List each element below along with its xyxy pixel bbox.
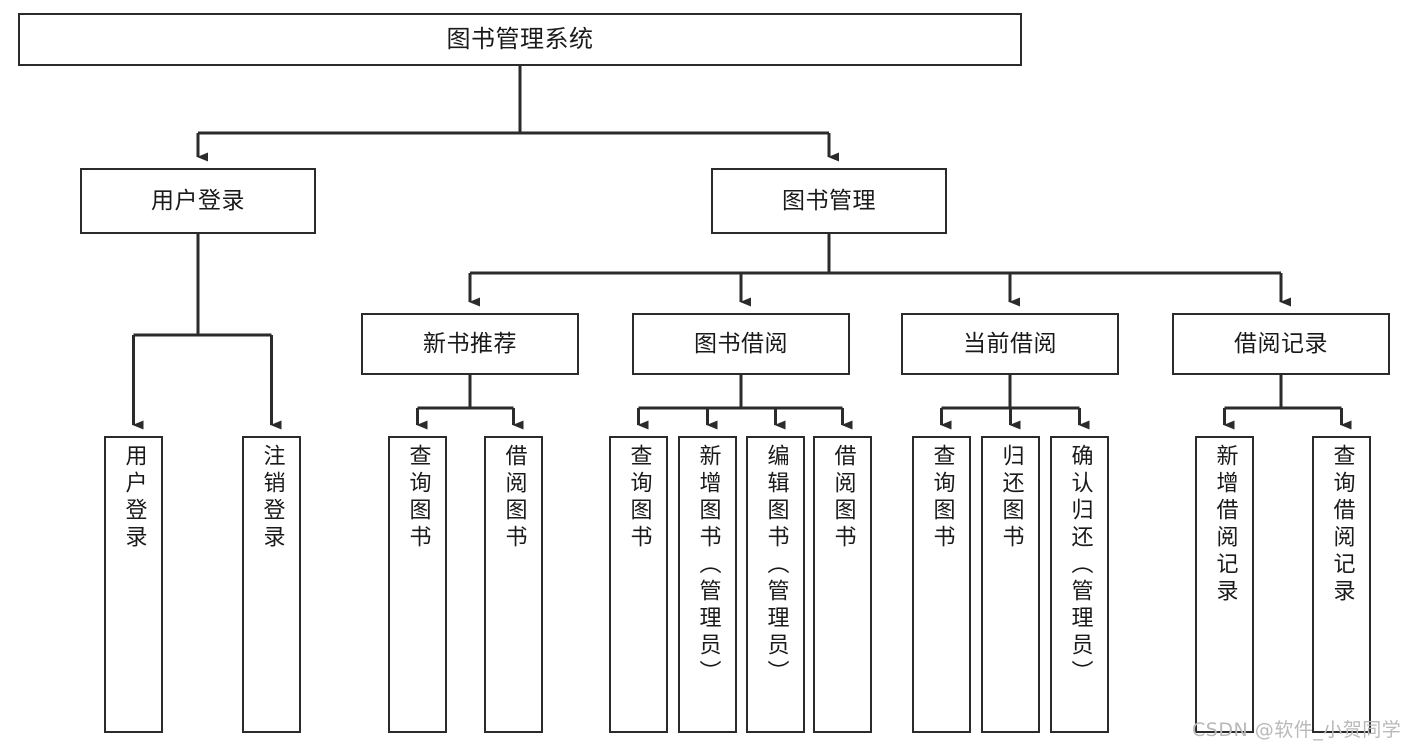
node-root[interactable]: 图书管理系统 <box>18 13 1022 66</box>
node-leaf-borrow-2[interactable]: 借阅图书 <box>813 436 872 733</box>
node-label: 图书借阅 <box>694 330 788 357</box>
node-borrow-record[interactable]: 借阅记录 <box>1172 313 1390 375</box>
node-label: 确认归还（管理员） <box>1067 444 1093 687</box>
node-leaf-user-login[interactable]: 用户登录 <box>104 436 163 733</box>
node-new-book-rec[interactable]: 新书推荐 <box>361 313 579 375</box>
node-leaf-query-3[interactable]: 查询图书 <box>912 436 971 733</box>
node-label: 查询借阅记录 <box>1329 444 1355 606</box>
node-leaf-query-1[interactable]: 查询图书 <box>388 436 447 733</box>
node-label: 图书管理 <box>782 187 876 214</box>
node-leaf-query-2[interactable]: 查询图书 <box>609 436 668 733</box>
node-leaf-confirm[interactable]: 确认归还（管理员） <box>1050 436 1109 733</box>
node-label: 用户登录 <box>151 187 245 214</box>
node-leaf-add-rec[interactable]: 新增借阅记录 <box>1195 436 1254 733</box>
node-leaf-logout[interactable]: 注销登录 <box>242 436 301 733</box>
connector-lines <box>132 66 1352 430</box>
node-label: 查询图书 <box>405 444 431 552</box>
node-leaf-borrow-1[interactable]: 借阅图书 <box>484 436 543 733</box>
node-label: 新书推荐 <box>423 330 517 357</box>
node-label: 用户登录 <box>121 444 147 552</box>
node-label: 新增借阅记录 <box>1212 444 1238 606</box>
node-label: 借阅图书 <box>501 444 527 552</box>
node-label: 借阅图书 <box>830 444 856 552</box>
node-label: 借阅记录 <box>1234 330 1328 357</box>
node-label: 注销登录 <box>259 444 285 552</box>
node-current-borrow[interactable]: 当前借阅 <box>901 313 1119 375</box>
node-label: 当前借阅 <box>963 330 1057 357</box>
node-label: 新增图书（管理员） <box>695 444 721 687</box>
node-book-manage[interactable]: 图书管理 <box>711 168 947 234</box>
node-label: 查询图书 <box>929 444 955 552</box>
node-label: 查询图书 <box>626 444 652 552</box>
node-label: 归还图书 <box>998 444 1024 552</box>
node-leaf-query-rec[interactable]: 查询借阅记录 <box>1312 436 1371 733</box>
node-label: 图书管理系统 <box>446 24 594 53</box>
node-leaf-return[interactable]: 归还图书 <box>981 436 1040 733</box>
csdn-watermark: CSDN @软件_小贺同学 <box>1192 719 1402 741</box>
node-label: 编辑图书（管理员） <box>763 444 789 687</box>
node-user-login[interactable]: 用户登录 <box>80 168 316 234</box>
node-book-borrow[interactable]: 图书借阅 <box>632 313 850 375</box>
node-leaf-edit-book[interactable]: 编辑图书（管理员） <box>746 436 805 733</box>
node-leaf-add-book[interactable]: 新增图书（管理员） <box>678 436 737 733</box>
